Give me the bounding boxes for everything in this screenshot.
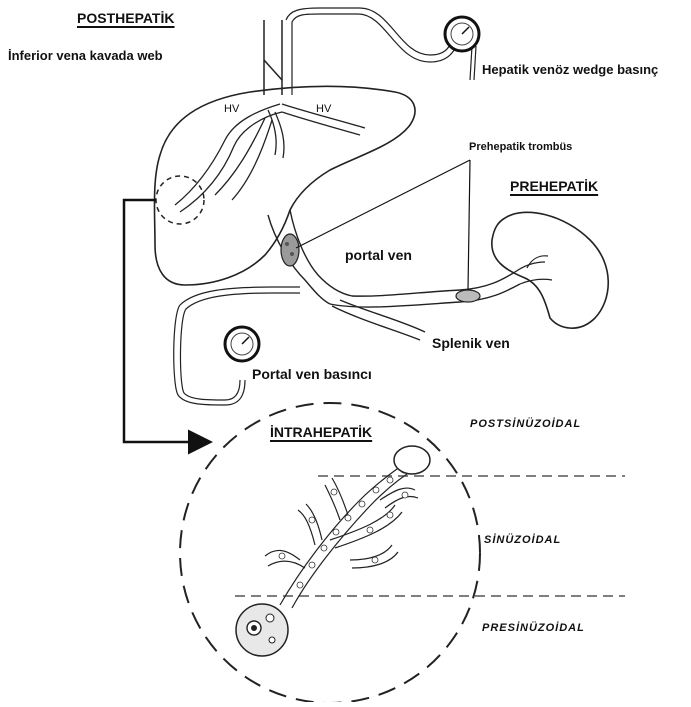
- inferior-vena-cava: [264, 20, 282, 95]
- thrombus-pointer-lines: [296, 160, 470, 290]
- prehepatic-thrombus-label: Prehepatik trombüs: [469, 141, 572, 153]
- splenik-ven-label: Splenik ven: [432, 335, 510, 351]
- postsinuzoidal-label: POSTSİNÜZOİDAL: [470, 418, 581, 430]
- prehepatik-label: PREHEPATİK: [510, 178, 598, 194]
- zoom-arrow: [124, 200, 208, 442]
- splenic-thrombus: [456, 290, 480, 302]
- posthepatik-label: POSTHEPATİK: [77, 10, 175, 26]
- portal-triad: [236, 604, 288, 656]
- portal-ven-label: portal ven: [345, 247, 412, 263]
- sinusoid-network: [265, 460, 418, 608]
- spleen-outline: [492, 212, 608, 328]
- presinuzoidal-label: PRESİNÜZOİDAL: [482, 622, 585, 634]
- spleen-hilum-vessels: [515, 256, 552, 284]
- intrahepatik-label: İNTRAHEPATİK: [270, 424, 372, 440]
- portal-splenic-vein: [268, 210, 520, 340]
- ivc-web-label: İnferior vena kavada web: [8, 48, 163, 63]
- hepatic-wedge-label: Hepatik venöz wedge basınç: [482, 62, 658, 77]
- hv-right-label: HV: [316, 103, 331, 115]
- portal-pressure-gauge: [225, 327, 259, 361]
- hv-left-label: HV: [224, 103, 239, 115]
- central-vein: [394, 446, 430, 474]
- sinuzoidal-label: SİNÜZOİDAL: [484, 534, 561, 546]
- hepatic-wedge-gauge: [445, 17, 479, 51]
- portal-pressure-label: Portal ven basıncı: [252, 366, 372, 382]
- hepatic-catheter: [286, 8, 476, 95]
- portal-thrombus: [281, 234, 299, 266]
- hepatocyte-cells: [279, 467, 408, 588]
